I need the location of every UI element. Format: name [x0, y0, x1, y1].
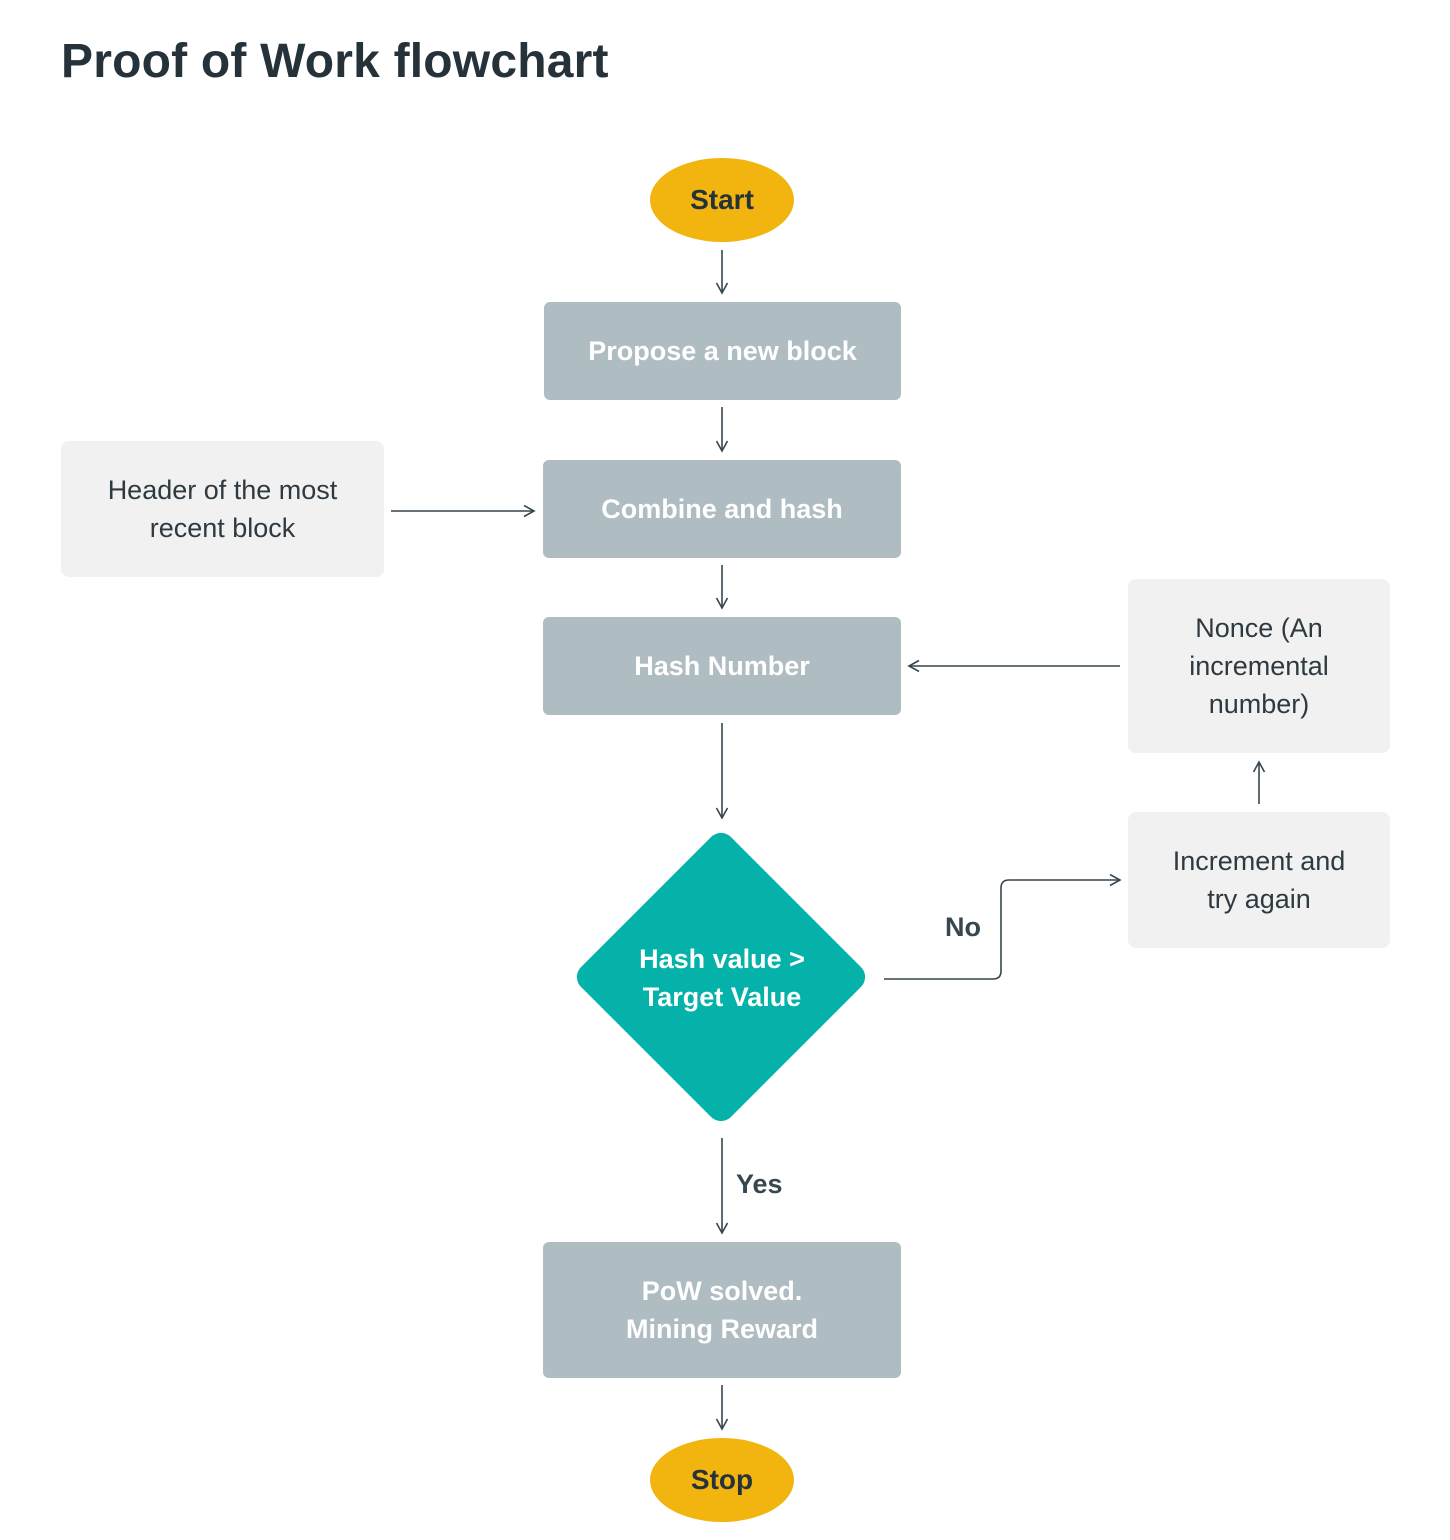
- increment-label: Increment and try again: [1172, 846, 1346, 914]
- page-title: Proof of Work flowchart: [61, 35, 609, 88]
- start-node: Start: [650, 158, 794, 242]
- stop-node: Stop: [650, 1438, 794, 1522]
- arrow-decision-to-increment: [884, 880, 1120, 980]
- propose-block-label: Propose a new block: [588, 336, 857, 366]
- decision-label: Hash value > Target Value: [639, 944, 805, 1012]
- pow-solved-node: PoW solved. Mining Reward: [543, 1242, 901, 1378]
- hash-number-node: Hash Number: [543, 617, 901, 715]
- edge-label-yes: Yes: [736, 1169, 783, 1199]
- propose-block-node: Propose a new block: [544, 302, 901, 400]
- header-label: Header of the most recent block: [107, 475, 338, 543]
- nonce-node: Nonce (An incremental number): [1128, 579, 1390, 753]
- header-node: Header of the most recent block: [61, 441, 384, 577]
- combine-hash-label: Combine and hash: [601, 494, 843, 524]
- increment-node: Increment and try again: [1128, 812, 1390, 948]
- hash-number-label: Hash Number: [634, 651, 810, 681]
- edge-label-no: No: [945, 912, 981, 942]
- pow-solved-label: PoW solved. Mining Reward: [625, 1276, 818, 1344]
- combine-hash-node: Combine and hash: [543, 460, 901, 558]
- stop-label: Stop: [690, 1464, 754, 1495]
- start-label: Start: [690, 184, 754, 215]
- nonce-label: Nonce (An incremental number): [1189, 613, 1329, 719]
